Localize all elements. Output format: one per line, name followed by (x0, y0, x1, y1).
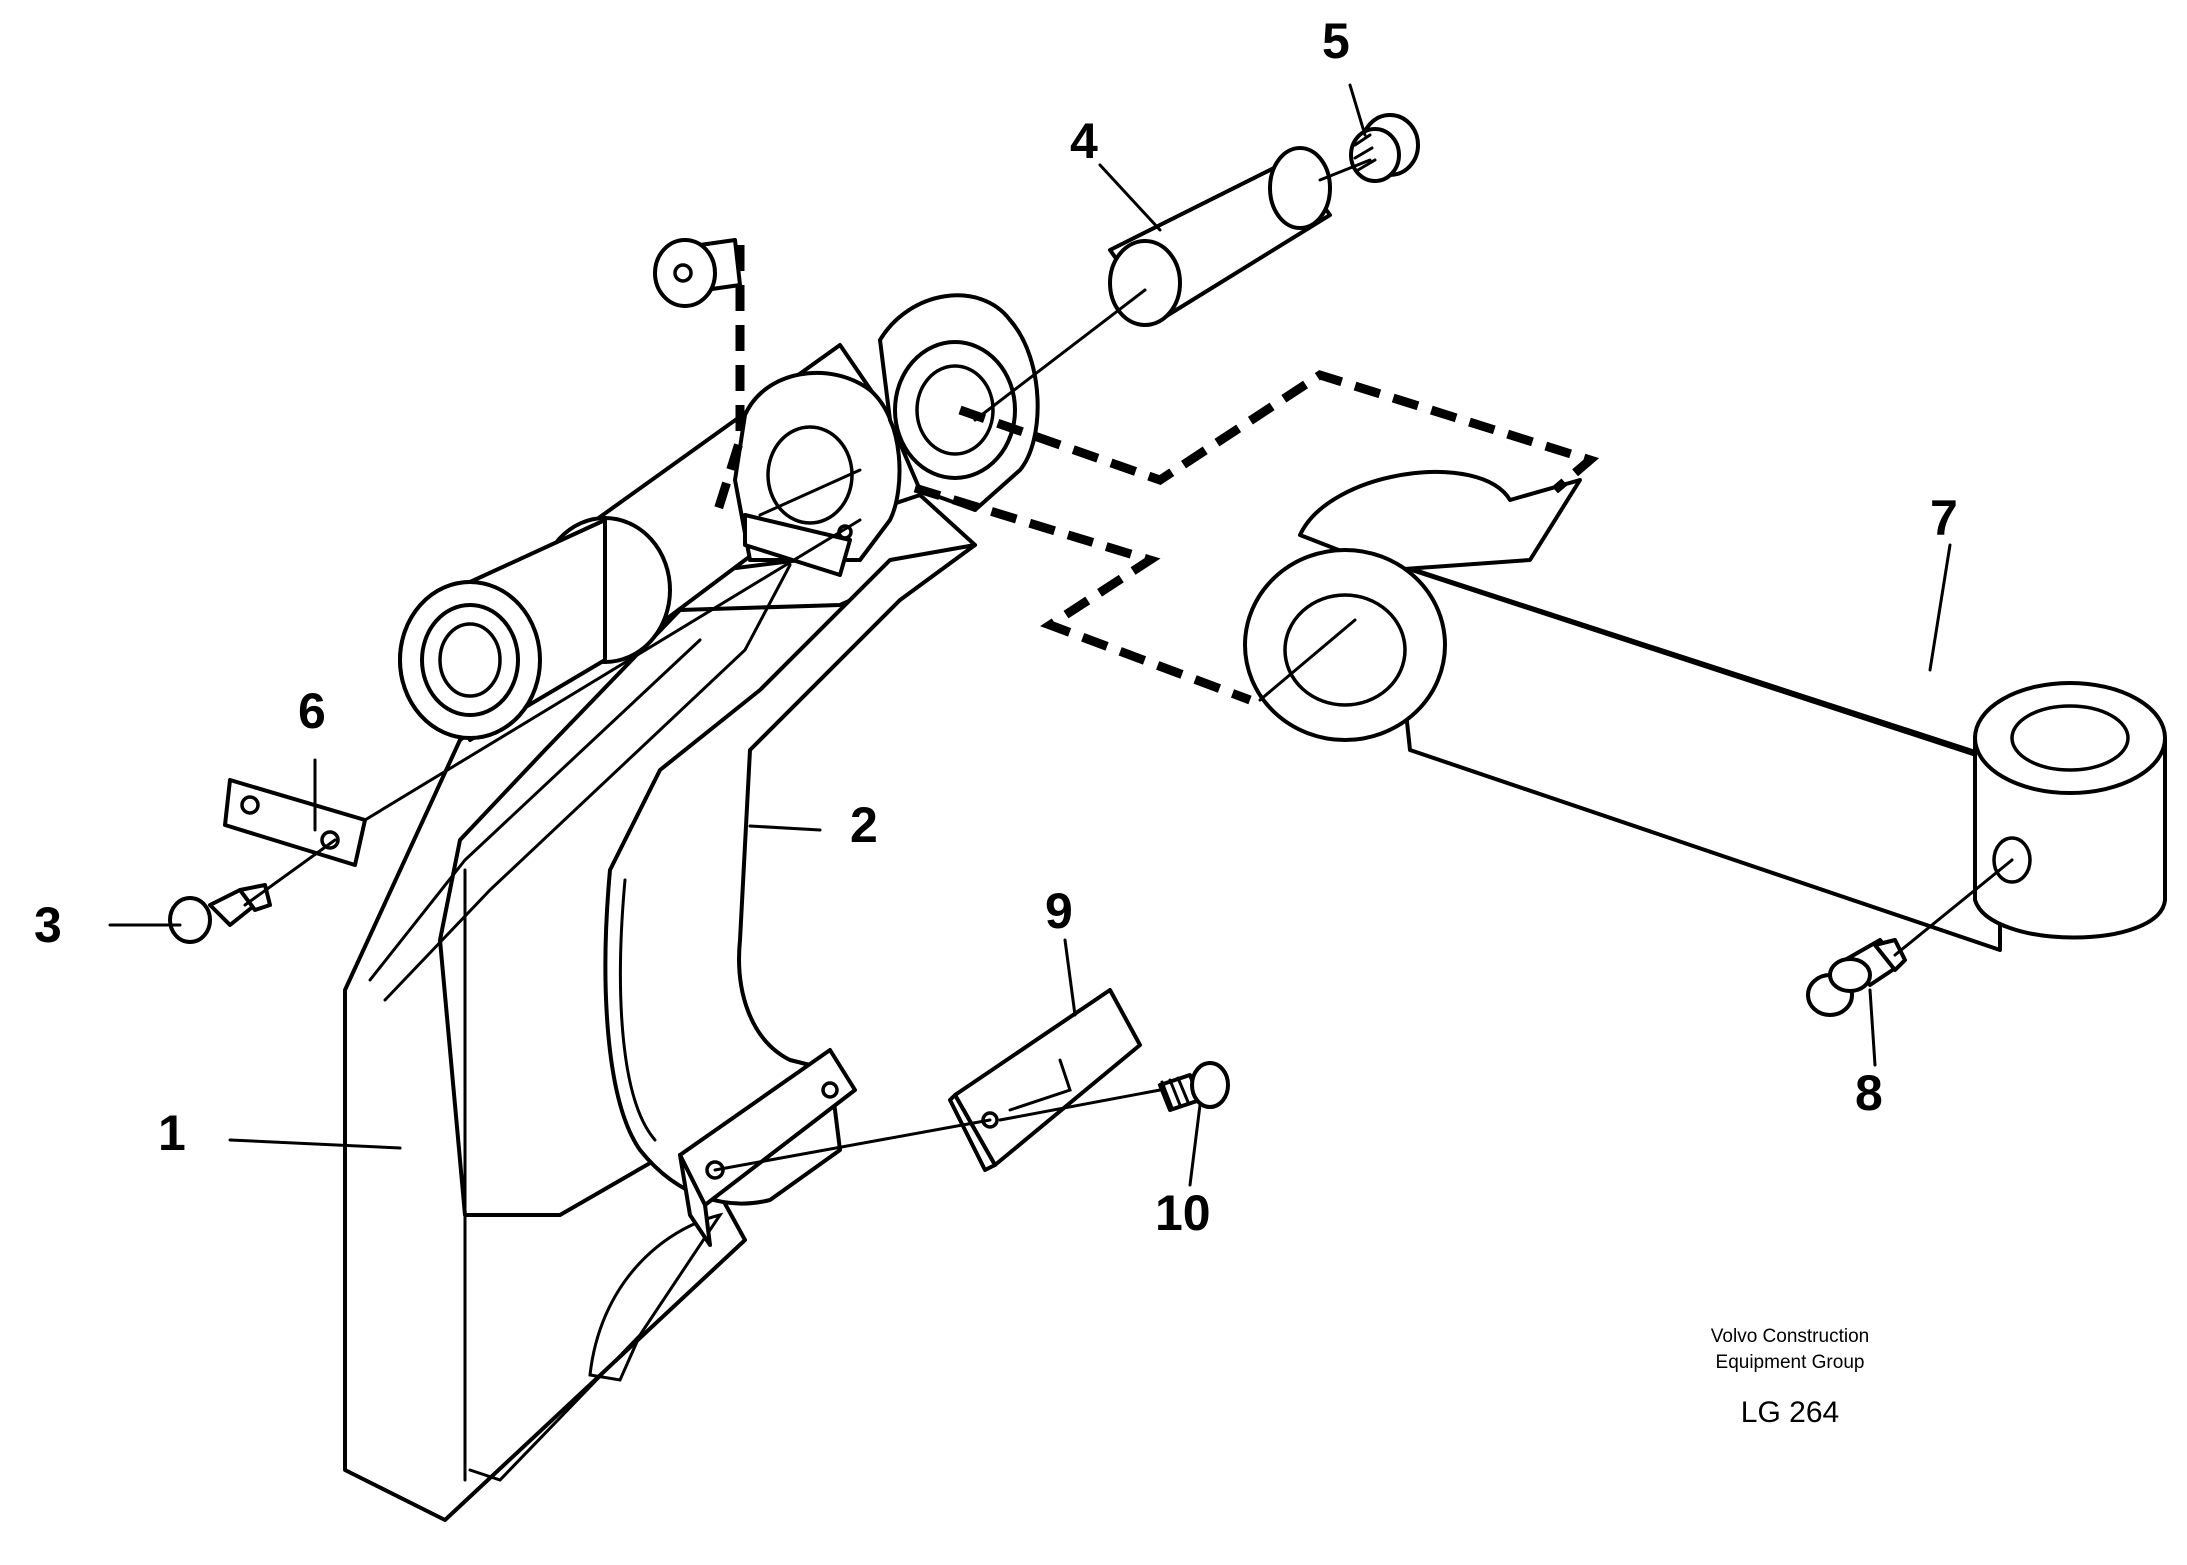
callout-10: 10 (1155, 1185, 1211, 1241)
part-7-link-arm (1243, 470, 2167, 952)
part-10-bolt (1158, 1061, 1230, 1112)
bracket-pivot-tubes (398, 293, 1040, 742)
callout-labels: 1 2 3 4 5 6 7 8 9 10 (34, 13, 1958, 1241)
callout-1: 1 (158, 1105, 186, 1161)
callout-4: 4 (1070, 113, 1098, 169)
callout-6: 6 (298, 683, 326, 739)
assembly-dashed-lines (713, 245, 1600, 705)
part-5-plug (1349, 113, 1420, 183)
top-left-plug (653, 238, 742, 308)
callout-leaders (108, 83, 1952, 1187)
company-name-line-2: Equipment Group (1716, 1352, 1865, 1373)
callout-7: 7 (1930, 490, 1958, 546)
callout-2: 2 (850, 797, 878, 853)
callout-5: 5 (1322, 13, 1350, 69)
part-6-plate (223, 778, 367, 867)
part-4-pin (1108, 146, 1332, 327)
drawing-code: LG 264 (1741, 1396, 1839, 1429)
part-2-web-plate (603, 543, 977, 1247)
part-3-screw (168, 883, 272, 944)
callout-9: 9 (1045, 883, 1073, 939)
part-9-wedge (948, 988, 1142, 1172)
callout-8: 8 (1855, 1065, 1883, 1121)
callout-3: 3 (34, 897, 62, 953)
axis-lines (243, 158, 2014, 1172)
drawing-footer: Volvo Construction Equipment Group LG 26… (1711, 1326, 1869, 1429)
company-name-line-1: Volvo Construction (1711, 1326, 1869, 1347)
part-8-grease-nipple (1806, 938, 1907, 1017)
